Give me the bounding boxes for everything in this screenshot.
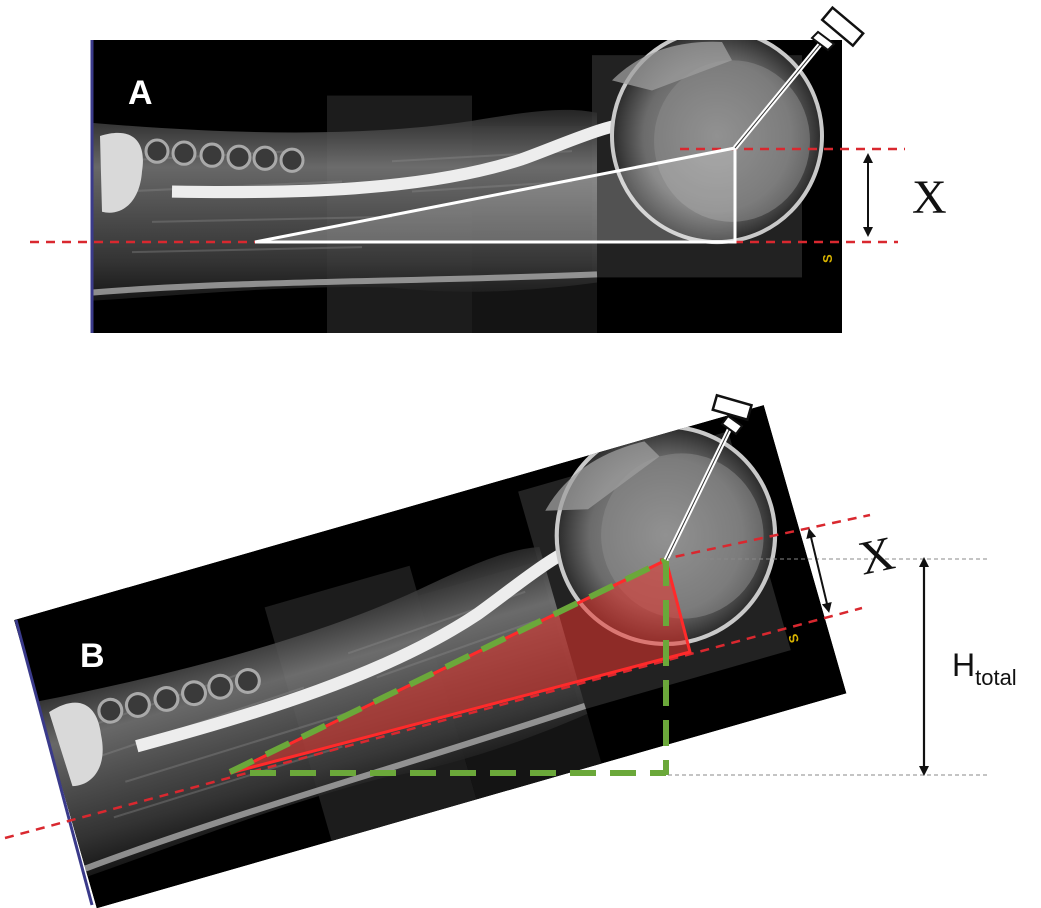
scanner-mark-a: S	[820, 254, 835, 263]
panel-label-b: B	[80, 637, 105, 675]
panel-a: A S X	[30, 8, 947, 333]
height-label-b: Htotal	[952, 647, 1017, 690]
distance-label-b: X	[854, 527, 899, 586]
panel-b: B S X Htotal	[5, 395, 1017, 908]
panel-label-a: A	[128, 74, 153, 112]
height-symbol: H	[952, 647, 975, 683]
distance-label-a: X	[912, 171, 947, 224]
height-subscript: total	[975, 665, 1017, 690]
mri-image-b	[11, 395, 846, 908]
